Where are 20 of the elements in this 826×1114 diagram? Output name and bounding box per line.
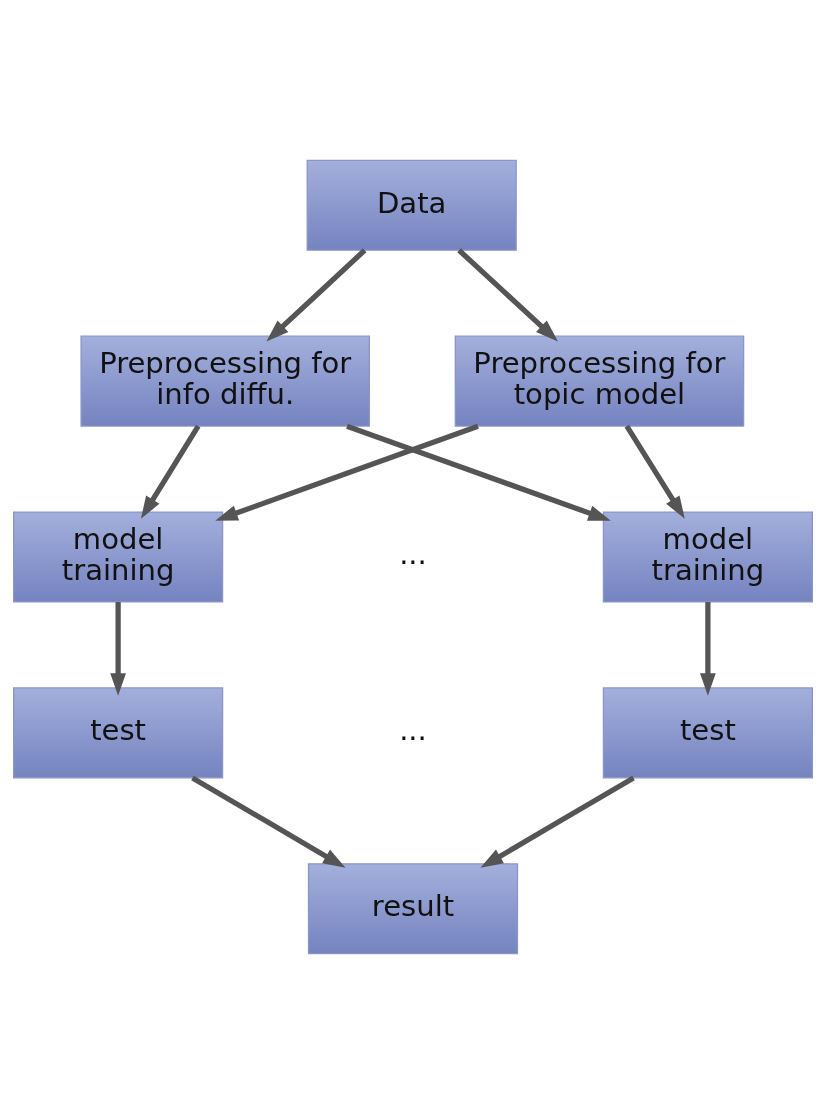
arrow [346,423,611,521]
arrow [140,424,201,519]
arrow [110,602,126,696]
node-box: test [13,687,224,779]
node-box: model training [13,511,224,603]
arrow [215,423,479,521]
arrow [266,248,367,342]
node-box: Preprocessing for topic model [454,335,745,427]
node-box: result [307,863,519,955]
arrow [457,248,558,342]
label: ... [399,713,427,748]
arrow [700,602,716,696]
node-box: test [602,687,813,779]
node-box: Preprocessing for info diffu. [80,335,371,427]
arrow [480,775,635,868]
arrow [624,424,685,519]
node-box: model training [602,511,813,603]
arrow [191,775,346,868]
node-box: Data [306,159,517,251]
label: ... [399,537,427,572]
